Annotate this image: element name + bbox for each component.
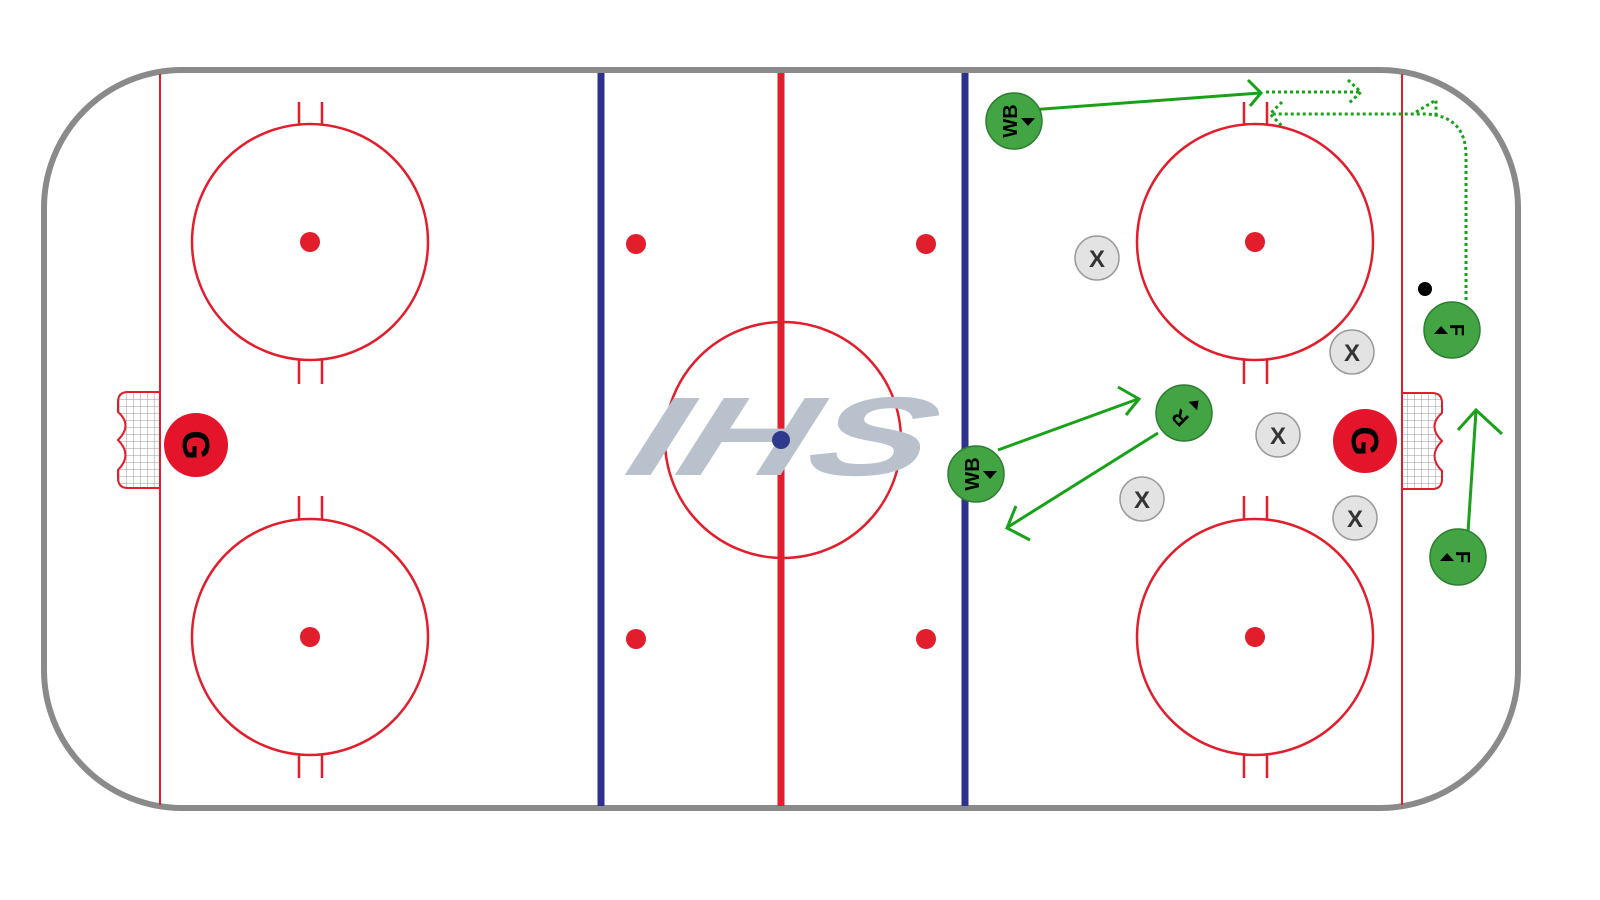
- player-r: R: [1155, 384, 1213, 442]
- player-wb-top: WB: [985, 92, 1043, 150]
- faceoff-circle-left-bottom: [190, 496, 430, 778]
- opponent-x-3: X: [1255, 412, 1301, 458]
- player-f-top: F: [1423, 301, 1481, 359]
- center-faceoff-dot: [772, 431, 790, 449]
- net-right: [1401, 392, 1444, 490]
- opponent-x-2: X: [1329, 329, 1375, 375]
- svg-text:X: X: [1134, 487, 1150, 514]
- arrow-f-bottom-skate: [1466, 410, 1478, 533]
- arrowhead-f-bottom-skate: [1456, 407, 1504, 436]
- arrowhead-wb-mid-to-r: [1117, 385, 1142, 416]
- arrowhead-dotted-curve: [1415, 97, 1438, 118]
- arrow-f-top-dotted-path: [1270, 112, 1468, 300]
- svg-text:X: X: [1347, 506, 1363, 533]
- svg-text:F: F: [1445, 324, 1467, 336]
- arrowhead-r-to-wb: [1005, 505, 1031, 542]
- neutral-dot-bottom-left: [626, 629, 646, 649]
- faceoff-circle-right-top: [1135, 102, 1375, 384]
- neutral-dot-top-left: [626, 234, 646, 254]
- arrow-r-to-wb: [1007, 431, 1159, 529]
- player-wb-mid: WB: [947, 445, 1005, 503]
- svg-text:X: X: [1344, 340, 1360, 367]
- center-faceoff-circle: [663, 320, 903, 560]
- arrow-wb-top-skate: [1015, 91, 1261, 113]
- svg-text:F: F: [1451, 551, 1473, 563]
- svg-text:G: G: [1343, 426, 1385, 456]
- skating-arrows: [997, 78, 1504, 542]
- puck: [1418, 282, 1432, 296]
- opponent-x-4: X: [1119, 476, 1165, 522]
- neutral-dot-bottom-right: [916, 629, 936, 649]
- svg-text:WB: WB: [962, 457, 984, 490]
- neutral-dot-top-right: [916, 234, 936, 254]
- goalie-left: G: [164, 413, 228, 477]
- player-f-bottom: F: [1429, 528, 1487, 586]
- arrow-wb-mid-to-r: [997, 397, 1139, 452]
- arrowhead-wb-top-skate: [1246, 78, 1264, 107]
- faceoff-circle-left-top: [190, 102, 430, 384]
- opponent-x-1: X: [1074, 235, 1120, 281]
- goalie-right: G: [1333, 409, 1397, 473]
- svg-text:G: G: [174, 430, 216, 460]
- faceoff-circle-right-bottom: [1135, 496, 1375, 778]
- svg-text:WB: WB: [1000, 104, 1022, 137]
- net-left: [116, 391, 161, 489]
- opponent-x-5: X: [1332, 495, 1378, 541]
- svg-text:X: X: [1089, 246, 1105, 273]
- svg-text:X: X: [1270, 423, 1286, 450]
